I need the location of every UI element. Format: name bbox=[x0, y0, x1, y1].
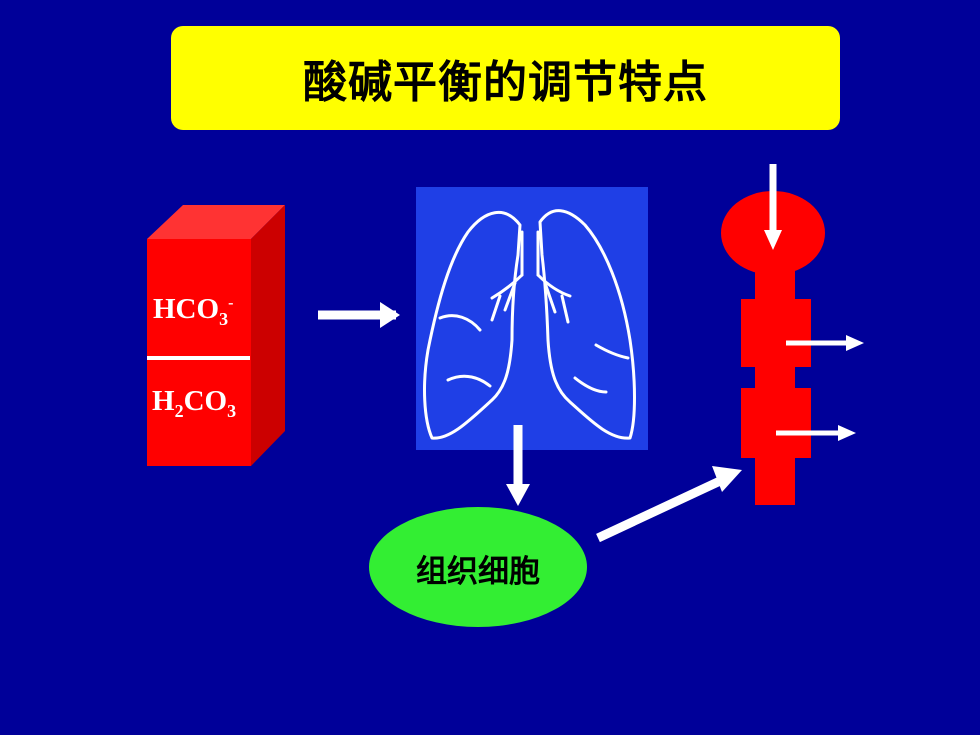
lungs-background bbox=[416, 187, 648, 450]
carbonic-co: CO bbox=[183, 385, 228, 417]
buffer-block-side bbox=[251, 205, 285, 466]
arrow-cells-to-kidney-head bbox=[712, 466, 742, 492]
page-title: 酸碱平衡的调节特点 bbox=[303, 57, 708, 108]
tissue-cells-label: 组织细胞 bbox=[416, 554, 540, 590]
arrow-lungs-to-cells-head bbox=[506, 484, 530, 506]
tubule-segment-lower bbox=[741, 388, 811, 458]
buffer-block bbox=[147, 205, 285, 466]
title-banner: 酸碱平衡的调节特点 bbox=[171, 26, 840, 130]
carbonic-h-subscript: 2 bbox=[174, 400, 184, 421]
buffer-block-front bbox=[147, 239, 251, 466]
carbonic-h: H bbox=[152, 385, 175, 417]
lungs-icon bbox=[423, 209, 636, 440]
bicarbonate-subscript: 3 bbox=[219, 308, 229, 329]
arrow-buffer-to-lungs-head bbox=[380, 302, 400, 328]
buffer-numerator: HCO3- bbox=[153, 295, 233, 328]
bicarbonate-charge: - bbox=[228, 294, 234, 312]
arrow-tubule-out-lower-head bbox=[838, 425, 856, 441]
carbonic-co-subscript: 3 bbox=[227, 400, 237, 421]
buffer-denominator: H2CO3 bbox=[152, 387, 236, 420]
tissue-cells bbox=[369, 507, 587, 627]
bicarbonate-base: HCO bbox=[153, 293, 220, 325]
tubule-segment-upper bbox=[741, 299, 811, 367]
arrow-into-glomerulus-head bbox=[764, 230, 782, 250]
lungs-panel bbox=[416, 187, 648, 450]
buffer-block-top bbox=[147, 205, 285, 239]
arrow-tubule-out-upper-head bbox=[846, 335, 864, 351]
arrow-cells-to-kidney bbox=[596, 476, 722, 543]
